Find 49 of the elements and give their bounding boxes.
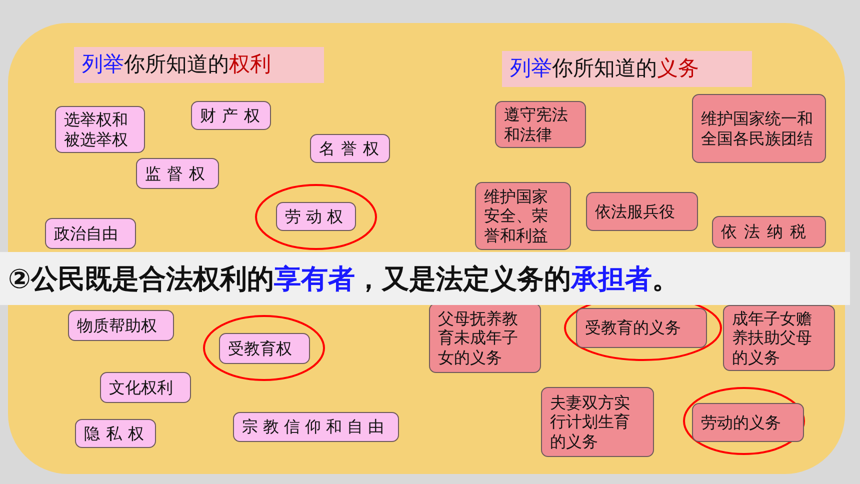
right-box	[55, 106, 145, 153]
right-box	[68, 310, 174, 341]
item-text: 名誉权	[319, 138, 385, 158]
item-text: 依法服兵役	[595, 202, 675, 222]
duty-box	[576, 308, 707, 348]
heading-text: 列举	[510, 56, 552, 82]
heading-text: 你所知道的权利	[124, 52, 271, 78]
right-box	[191, 101, 271, 130]
right-box	[219, 333, 310, 364]
right-box	[75, 419, 156, 448]
item-text: 文化权利	[109, 378, 173, 398]
item-text: 维护国家统一和全国各民族团结	[701, 109, 814, 148]
right-box	[100, 372, 191, 403]
duty-box	[475, 182, 571, 250]
duty-box	[429, 303, 541, 373]
statement-text: ②公民既是合法权利的享有者，又是法定义务的承担者。	[7, 262, 679, 296]
right-box	[310, 134, 390, 163]
item-text: 受教育权	[228, 338, 292, 358]
heading-band	[502, 51, 752, 87]
item-text: 成年子女赡养扶助父母的义务	[732, 309, 813, 367]
right-box	[136, 158, 219, 189]
duty-box	[712, 216, 826, 248]
heading-text: 列举	[82, 52, 124, 78]
right-box	[233, 412, 399, 442]
duty-box	[692, 403, 804, 442]
item-text: 劳动的义务	[701, 412, 781, 432]
duty-box	[495, 101, 586, 148]
item-text: 受教育的义务	[585, 318, 681, 338]
right-box	[45, 218, 136, 249]
item-text: 夫妻双方实行计划生育的义务	[550, 393, 631, 451]
right-box	[276, 202, 356, 231]
item-text: 宗教信仰和自由	[242, 417, 389, 437]
item-text: 政治自由	[54, 224, 118, 244]
item-text: 隐私权	[84, 424, 150, 444]
heading-band	[74, 47, 324, 83]
duty-box	[723, 305, 835, 371]
item-text: 物质帮助权	[77, 316, 157, 336]
item-text: 财产权	[200, 106, 266, 126]
item-text: 父母抚养教育未成年子女的义务	[438, 309, 519, 367]
item-text: 劳动权	[285, 206, 348, 226]
duty-box	[541, 387, 654, 457]
duty-box	[692, 94, 826, 163]
item-text: 监督权	[145, 164, 211, 184]
item-text: 遵守宪法和法律	[504, 105, 569, 144]
heading-text: 你所知道的义务	[552, 56, 699, 82]
item-text: 维护国家安全、荣誉和利益	[484, 187, 549, 245]
item-text: 选举权和被选举权	[64, 110, 129, 149]
duty-box	[586, 192, 698, 231]
item-text: 依法纳税	[721, 222, 813, 242]
